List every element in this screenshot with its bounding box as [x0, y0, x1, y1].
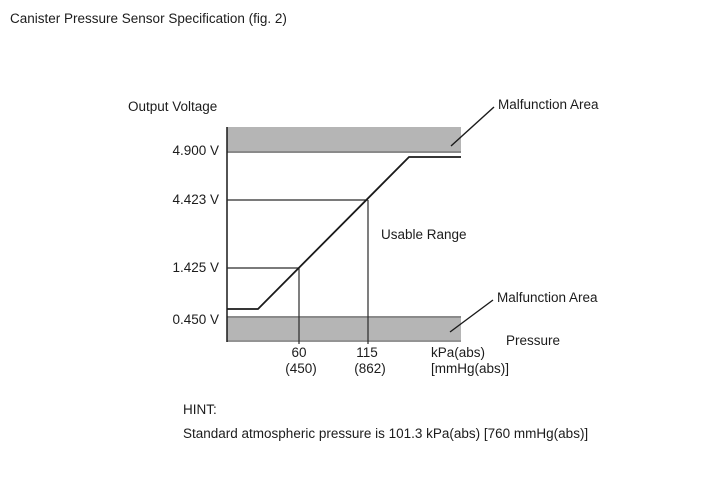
- malfunction-band-bottom: [227, 316, 461, 342]
- x-tick-label-115: 115: [356, 345, 378, 360]
- x-axis-unit-kpa: kPa(abs): [431, 345, 486, 360]
- y-tick-label-4900: 4.900 V: [172, 143, 219, 158]
- sensor-output-curve: [227, 156, 461, 310]
- hint-text: Standard atmospheric pressure is 101.3 k…: [183, 426, 589, 441]
- malfunction-top-pointer-line: [450, 106, 495, 147]
- malfunction-bottom-pointer-line: [449, 299, 494, 333]
- malfunction-band-top: [227, 127, 461, 153]
- y-axis-title: Output Voltage: [128, 99, 218, 114]
- x-tick-label-60: 60: [291, 345, 307, 360]
- page-title: Canister Pressure Sensor Specification (…: [10, 11, 287, 26]
- malfunction-area-top-label: Malfunction Area: [498, 97, 599, 112]
- y-tick-label-4423: 4.423 V: [172, 192, 219, 207]
- x-tick-sublabel-862: (862): [354, 361, 386, 376]
- usable-range-label: Usable Range: [381, 227, 467, 242]
- hint-heading: HINT:: [183, 402, 217, 417]
- y-tick-label-0450: 0.450 V: [172, 312, 219, 327]
- x-axis-title: Pressure: [506, 333, 561, 348]
- y-tick-label-1425: 1.425 V: [172, 260, 219, 275]
- x-axis-unit-mmhg: [mmHg(abs)]: [431, 361, 510, 376]
- malfunction-area-bottom-label: Malfunction Area: [497, 290, 598, 305]
- x-tick-sublabel-450: (450): [285, 361, 317, 376]
